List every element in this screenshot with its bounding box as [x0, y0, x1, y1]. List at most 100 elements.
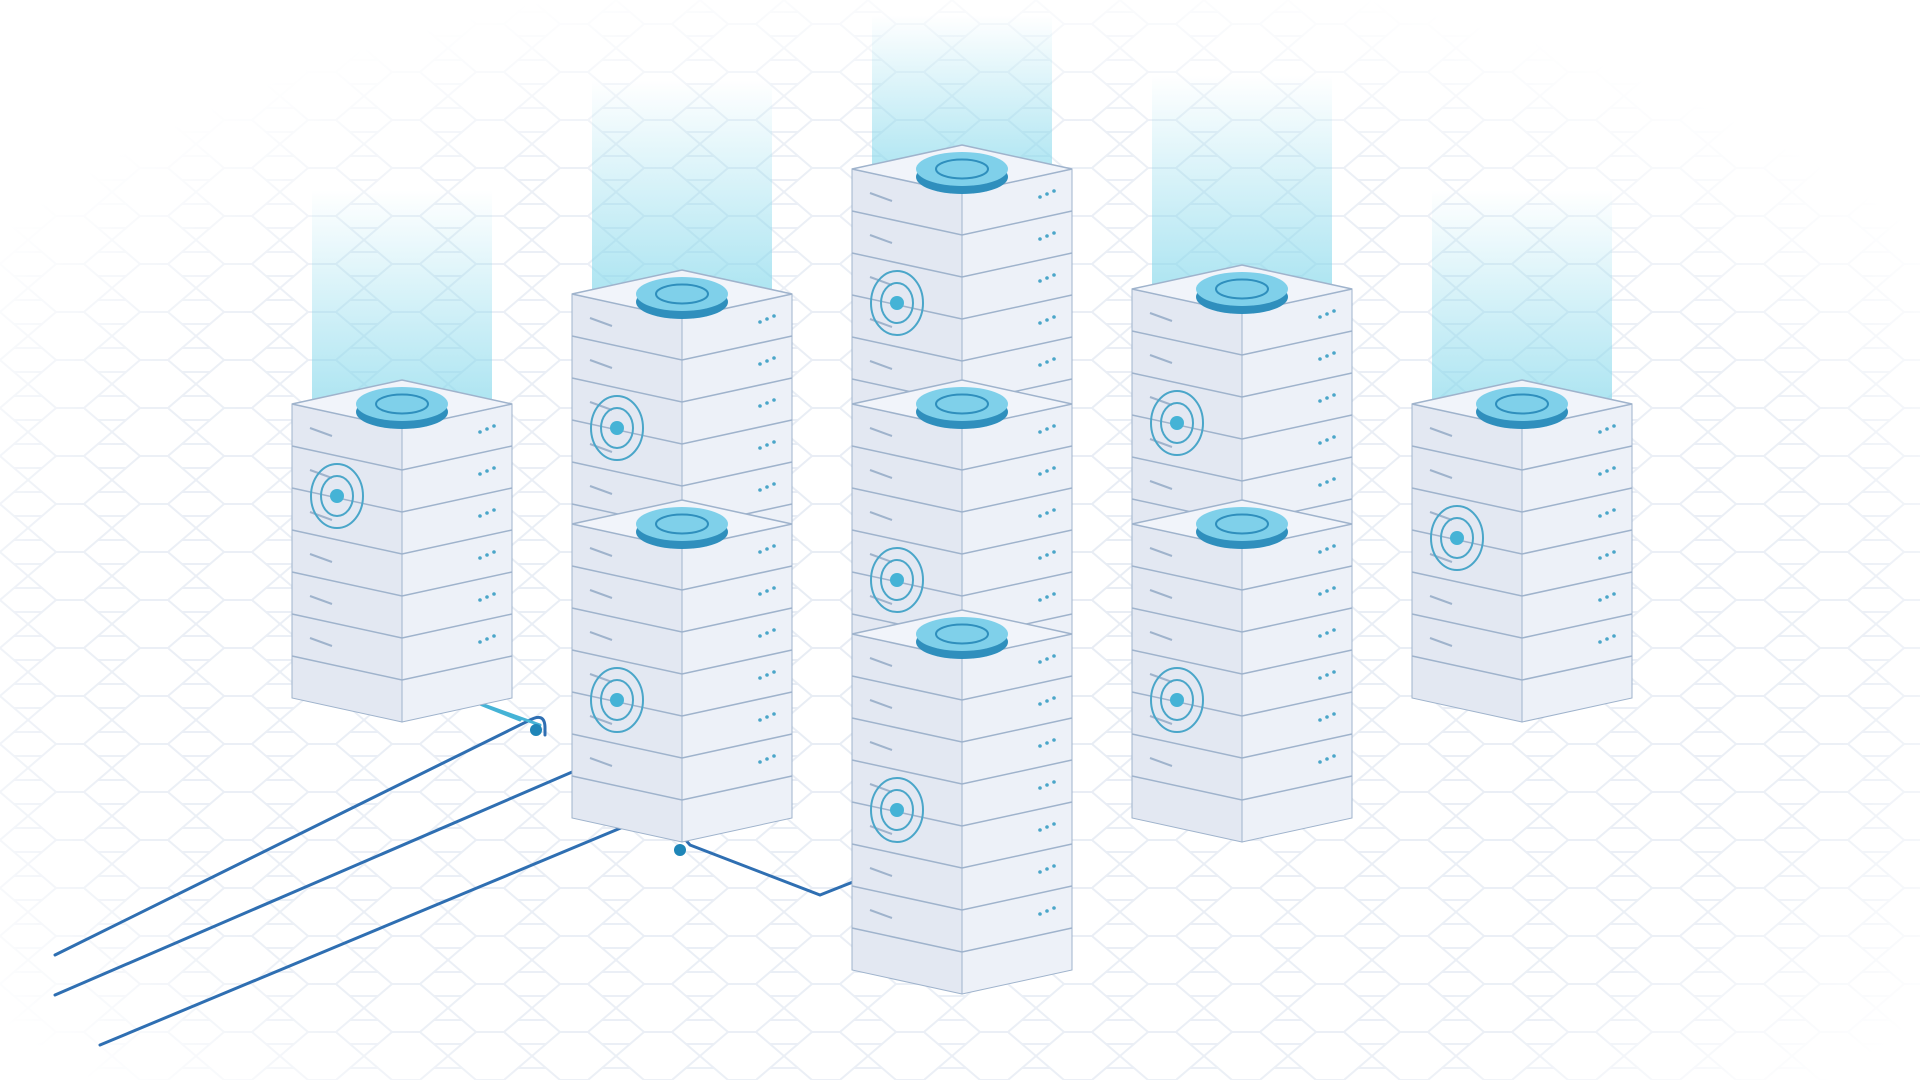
status-led: [1332, 754, 1336, 758]
rack-unit-divider: [571, 461, 793, 487]
rack-unit-divider: [1411, 487, 1633, 513]
data-disk-top: [916, 387, 1008, 421]
data-disk-ring: [935, 393, 989, 415]
rack-unit-divider: [851, 210, 1073, 236]
status-led: [1318, 399, 1322, 403]
cable-node-2: [530, 724, 542, 736]
vent-slot: [1149, 757, 1173, 767]
status-led: [758, 760, 762, 764]
data-disk-top: [356, 387, 448, 421]
status-led: [1052, 906, 1056, 910]
rack-unit-divider: [851, 843, 1073, 869]
status-led: [1045, 825, 1049, 829]
rack-unit-divider: [1131, 691, 1353, 717]
cable-node-5: [674, 844, 686, 856]
status-led: [1052, 424, 1056, 428]
status-led: [1598, 472, 1602, 476]
server-rack-icon: [291, 190, 513, 723]
vent-slot: [869, 276, 893, 286]
status-led: [1045, 276, 1049, 280]
status-led: [1612, 592, 1616, 596]
vent-slot: [869, 234, 893, 244]
status-led: [758, 550, 762, 554]
rack-unit-divider: [851, 445, 1073, 471]
rack-unit-divider: [851, 487, 1073, 513]
rack-unit-divider: [1131, 565, 1353, 591]
status-led: [1052, 822, 1056, 826]
status-led: [1052, 738, 1056, 742]
status-led: [1332, 586, 1336, 590]
status-led: [1045, 657, 1049, 661]
status-led: [478, 556, 482, 560]
connection-port-icon: [870, 270, 924, 336]
server-rack-icon: [851, 609, 1073, 995]
status-led: [1318, 676, 1322, 680]
connection-port-ring: [320, 475, 354, 517]
status-led: [1045, 511, 1049, 515]
rack-unit-divider: [1411, 445, 1633, 471]
status-led: [1325, 354, 1329, 358]
rack-unit-divider: [851, 252, 1073, 278]
connection-port-dot: [890, 803, 904, 817]
data-disk-ring: [655, 283, 709, 305]
status-led: [1052, 550, 1056, 554]
status-led: [772, 314, 776, 318]
connection-port-icon: [590, 667, 644, 733]
connection-port-dot: [1170, 693, 1184, 707]
rack-right-face: [401, 403, 513, 723]
status-led: [1038, 237, 1042, 241]
status-led: [758, 592, 762, 596]
vent-slot: [589, 485, 613, 495]
status-led: [772, 712, 776, 716]
rack-left-face: [1411, 403, 1523, 723]
status-led: [1052, 273, 1056, 277]
data-disk-top: [916, 617, 1008, 651]
status-led: [1052, 357, 1056, 361]
status-led: [485, 469, 489, 473]
status-led: [772, 628, 776, 632]
server-rack-icon: [571, 499, 793, 843]
rack-unit-divider: [291, 613, 513, 639]
status-led: [1045, 192, 1049, 196]
vent-slot: [589, 757, 613, 767]
vent-slot: [1149, 589, 1173, 599]
vent-slot: [1429, 511, 1453, 521]
status-led: [1325, 631, 1329, 635]
vent-slot: [1149, 673, 1173, 683]
status-led: [1052, 864, 1056, 868]
status-led: [772, 482, 776, 486]
server-rack-icon: [1131, 499, 1353, 843]
status-led: [492, 424, 496, 428]
status-led: [765, 589, 769, 593]
status-led: [1052, 508, 1056, 512]
rack-unit-divider: [851, 717, 1073, 743]
status-led: [765, 673, 769, 677]
data-disk-ring: [935, 158, 989, 180]
rack-unit-divider: [571, 419, 793, 445]
status-led: [478, 430, 482, 434]
vent-slot: [589, 673, 613, 683]
rack-left-face: [291, 403, 403, 723]
data-disk-top: [636, 277, 728, 311]
status-led: [1325, 396, 1329, 400]
status-led: [1038, 556, 1042, 560]
vent-slot: [589, 631, 613, 641]
server-rack-icon: [851, 379, 1073, 681]
status-led: [1045, 595, 1049, 599]
status-led: [485, 595, 489, 599]
data-disk-ring: [655, 513, 709, 535]
vent-slot: [589, 715, 613, 725]
status-led: [1612, 508, 1616, 512]
connection-port-icon: [870, 547, 924, 613]
rack-unit-divider: [1411, 529, 1633, 555]
status-led: [1045, 427, 1049, 431]
rack-unit-divider: [1131, 775, 1353, 801]
rack-unit-divider: [851, 801, 1073, 827]
status-led: [765, 443, 769, 447]
status-led: [1332, 670, 1336, 674]
connection-port-icon: [310, 463, 364, 529]
status-led: [765, 547, 769, 551]
data-disk-ring: [1495, 393, 1549, 415]
vent-slot: [1149, 354, 1173, 364]
status-led: [1325, 480, 1329, 484]
